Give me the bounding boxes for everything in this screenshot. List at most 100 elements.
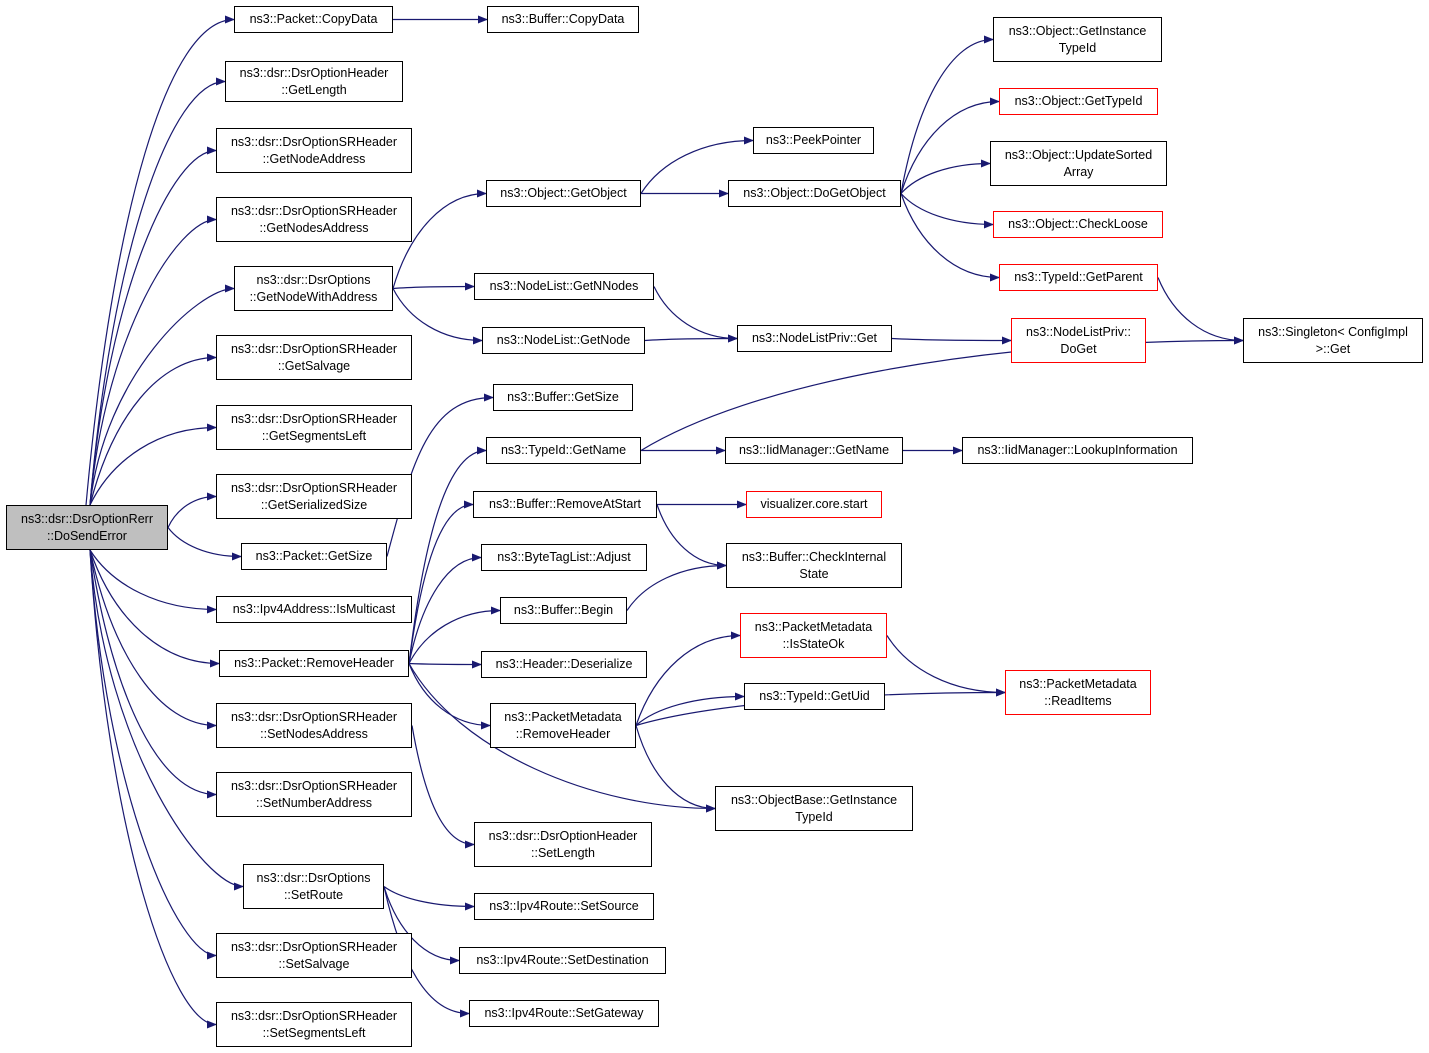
- node-ipv4route-setgateway[interactable]: ns3::Ipv4Route::SetGateway: [469, 1000, 659, 1027]
- node-buf-begin[interactable]: ns3::Buffer::Begin: [500, 597, 627, 624]
- edge-root-to-sr-setnumberaddress: [89, 549, 217, 799]
- node-typeid-getparent[interactable]: ns3::TypeId::GetParent: [999, 264, 1158, 291]
- node-label-line: ns3::PacketMetadata: [504, 709, 622, 724]
- node-label-line: ns3::Header::Deserialize: [495, 657, 633, 671]
- edge-root-to-sr-getsalvage: [89, 353, 217, 506]
- edge-root-to-sr-setsalvage: [89, 549, 217, 960]
- node-opts-setroute[interactable]: ns3::dsr::DsrOptions::SetRoute: [243, 864, 384, 909]
- node-obj-dogetobject[interactable]: ns3::Object::DoGetObject: [728, 180, 901, 207]
- node-header-deserialize[interactable]: ns3::Header::Deserialize: [481, 651, 647, 678]
- node-label-line: TypeId: [1058, 40, 1097, 55]
- node-label-line: ::GetLength: [281, 82, 347, 97]
- node-pkt-getsize[interactable]: ns3::Packet::GetSize: [241, 543, 387, 570]
- node-pkt-removeheader[interactable]: ns3::Packet::RemoveHeader: [219, 650, 409, 677]
- node-label-line: ::IsStateOk: [782, 636, 845, 651]
- node-label-line: ::ReadItems: [1044, 693, 1112, 708]
- node-visualizer-start[interactable]: visualizer.core.start: [746, 491, 882, 518]
- node-iidmanager-getname[interactable]: ns3::IidManager::GetName: [725, 437, 903, 464]
- node-nodelistpriv-doget[interactable]: ns3::NodeListPriv::DoGet: [1011, 318, 1146, 363]
- node-opts-getnodewithaddress[interactable]: ns3::dsr::DsrOptions::GetNodeWithAddress: [234, 266, 393, 311]
- node-sr-setsegmentsleft[interactable]: ns3::dsr::DsrOptionSRHeader::SetSegments…: [216, 1002, 412, 1047]
- node-label-line: ns3::TypeId::GetUid: [759, 689, 870, 703]
- node-obj-getobject[interactable]: ns3::Object::GetObject: [486, 180, 641, 207]
- node-sr-setnumberaddress[interactable]: ns3::dsr::DsrOptionSRHeader::SetNumberAd…: [216, 772, 412, 817]
- node-label-line: ns3::Ipv4Route::SetSource: [489, 899, 639, 913]
- edge-opts-getnodewithaddress-to-obj-getobject: [392, 189, 487, 289]
- node-label-line: ::GetNodeWithAddress: [249, 289, 378, 304]
- node-label-line: ns3::TypeId::GetName: [500, 443, 627, 457]
- edge-root-to-opts-setroute: [89, 549, 244, 891]
- node-opt-setlength[interactable]: ns3::dsr::DsrOptionHeader::SetLength: [474, 822, 652, 867]
- node-pkt-copydata[interactable]: ns3::Packet::CopyData: [234, 6, 393, 33]
- node-label-line: ns3::dsr::DsrOptionSRHeader: [230, 939, 398, 954]
- node-label-line: ns3::NodeListPriv::Get: [751, 331, 878, 345]
- node-label-line: ns3::Ipv4Route::SetDestination: [476, 953, 649, 967]
- node-label-line: ns3::dsr::DsrOptions: [256, 272, 371, 287]
- node-label-line: ::RemoveHeader: [515, 726, 611, 741]
- node-sr-getnodesaddress[interactable]: ns3::dsr::DsrOptionSRHeader::GetNodesAdd…: [216, 197, 412, 242]
- node-obj-checkloose[interactable]: ns3::Object::CheckLoose: [993, 211, 1163, 238]
- edge-nodelist-getnode-to-nodelistpriv-get: [644, 334, 738, 343]
- node-label-line: ns3::Object::CheckLoose: [1008, 217, 1148, 231]
- node-sr-getserializedsize[interactable]: ns3::dsr::DsrOptionSRHeader::GetSerializ…: [216, 474, 412, 519]
- node-opt-getlength[interactable]: ns3::dsr::DsrOptionHeader::GetLength: [225, 61, 403, 102]
- node-sr-getsegmentsleft[interactable]: ns3::dsr::DsrOptionSRHeader::GetSegments…: [216, 405, 412, 450]
- node-sr-getsalvage[interactable]: ns3::dsr::DsrOptionSRHeader::GetSalvage: [216, 335, 412, 380]
- edge-root-to-pkt-removeheader: [89, 549, 220, 668]
- edge-sr-setnodesaddress-to-opt-setlength: [411, 725, 475, 849]
- edge-pkt-removeheader-to-bytetaglist-adjust: [408, 553, 482, 664]
- edge-buf-removeatstart-to-buf-checkinternalstate: [656, 504, 727, 570]
- node-ipv4route-setdestination[interactable]: ns3::Ipv4Route::SetDestination: [459, 947, 666, 974]
- node-label-line: ::GetNodeAddress: [262, 151, 366, 166]
- edge-root-to-opt-getlength: [89, 77, 226, 506]
- node-ipv4-ismulticast[interactable]: ns3::Ipv4Address::IsMulticast: [216, 596, 412, 623]
- edge-obj-getobject-to-peekpointer: [640, 136, 754, 194]
- edge-pkt-removeheader-to-buf-removeatstart: [408, 500, 474, 664]
- node-typeid-getname[interactable]: ns3::TypeId::GetName: [486, 437, 641, 464]
- node-buf-getsize[interactable]: ns3::Buffer::GetSize: [493, 384, 633, 411]
- node-root[interactable]: ns3::dsr::DsrOptionRerr::DoSendError: [6, 505, 168, 550]
- node-pm-isstateok[interactable]: ns3::PacketMetadata::IsStateOk: [740, 613, 887, 658]
- node-label-line: ns3::dsr::DsrOptionSRHeader: [230, 411, 398, 426]
- node-label-line: ns3::dsr::DsrOptionSRHeader: [230, 1008, 398, 1023]
- edge-pkt-removeheader-to-buf-begin: [408, 606, 501, 664]
- edge-obj-dogetobject-to-obj-getinstancetypeid: [900, 35, 994, 194]
- node-label-line: ns3::dsr::DsrOptionSRHeader: [230, 203, 398, 218]
- node-iidmanager-lookupinformation[interactable]: ns3::IidManager::LookupInformation: [962, 437, 1193, 464]
- node-label-line: ns3::Packet::RemoveHeader: [234, 656, 394, 670]
- node-typeid-getuid[interactable]: ns3::TypeId::GetUid: [744, 683, 885, 710]
- node-label-line: ::DoSendError: [47, 528, 127, 543]
- node-pm-removeheader[interactable]: ns3::PacketMetadata::RemoveHeader: [490, 703, 636, 748]
- node-label-line: ns3::Object::GetTypeId: [1014, 94, 1143, 108]
- node-obj-gettypeid[interactable]: ns3::Object::GetTypeId: [999, 88, 1158, 115]
- node-sr-setnodesaddress[interactable]: ns3::dsr::DsrOptionSRHeader::SetNodesAdd…: [216, 703, 412, 748]
- node-nodelist-getnode[interactable]: ns3::NodeList::GetNode: [482, 327, 645, 354]
- node-buf-removeatstart[interactable]: ns3::Buffer::RemoveAtStart: [473, 491, 657, 518]
- node-buf-copydata[interactable]: ns3::Buffer::CopyData: [487, 6, 639, 33]
- node-label-line: ns3::IidManager::GetName: [738, 443, 890, 457]
- node-label-line: ns3::dsr::DsrOptionSRHeader: [230, 134, 398, 149]
- node-nodelistpriv-get[interactable]: ns3::NodeListPriv::Get: [737, 325, 892, 352]
- node-label-line: ns3::Packet::CopyData: [249, 12, 378, 26]
- node-peekpointer[interactable]: ns3::PeekPointer: [753, 127, 874, 154]
- node-pm-readitems[interactable]: ns3::PacketMetadata::ReadItems: [1005, 670, 1151, 715]
- edge-pkt-removeheader-to-objbase-getinstancetypeid: [408, 663, 716, 813]
- node-sr-setsalvage[interactable]: ns3::dsr::DsrOptionSRHeader::SetSalvage: [216, 933, 412, 978]
- node-label-line: ns3::dsr::DsrOptionSRHeader: [230, 778, 398, 793]
- node-ipv4route-setsource[interactable]: ns3::Ipv4Route::SetSource: [474, 893, 654, 920]
- node-singleton-get[interactable]: ns3::Singleton< ConfigImpl>::Get: [1243, 318, 1423, 363]
- edge-root-to-sr-setnodesaddress: [89, 549, 217, 730]
- node-nodelist-getnnodes[interactable]: ns3::NodeList::GetNNodes: [474, 273, 654, 300]
- node-sr-getnodeaddress[interactable]: ns3::dsr::DsrOptionSRHeader::GetNodeAddr…: [216, 128, 412, 173]
- edge-root-to-sr-setsegmentsleft: [89, 549, 217, 1029]
- edge-obj-dogetobject-to-typeid-getparent: [900, 193, 1000, 282]
- node-label-line: ns3::dsr::DsrOptionRerr: [21, 511, 153, 526]
- edge-obj-dogetobject-to-obj-checkloose: [900, 193, 994, 229]
- node-label-line: ::SetRoute: [283, 887, 344, 902]
- node-bytetaglist-adjust[interactable]: ns3::ByteTagList::Adjust: [481, 544, 647, 571]
- node-label-line: ns3::Ipv4Address::IsMulticast: [232, 602, 396, 616]
